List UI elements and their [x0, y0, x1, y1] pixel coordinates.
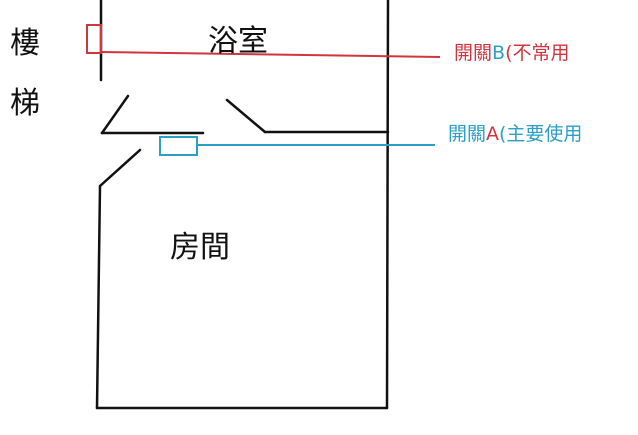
switch-a-prefix: 開關: [448, 123, 487, 145]
switch-a-letter: A: [486, 123, 500, 145]
switch-b-note: (不常用: [505, 42, 570, 64]
switch-a-note: (主要使用: [499, 123, 583, 145]
stairs-label-2: 梯: [10, 86, 40, 121]
switch-b-letter: B: [492, 42, 506, 64]
room-label: 房間: [170, 230, 230, 265]
switch-b-label: 開關B(不常用: [454, 38, 569, 65]
right-wall: [385, 0, 390, 410]
switch-b-marker: [86, 24, 102, 54]
bathroom-door-right: [225, 98, 267, 134]
switch-a-marker: [159, 136, 198, 156]
bathroom-door-left: [100, 94, 130, 135]
switch-b-prefix: 開關: [454, 42, 493, 64]
stairs-label-1: 樓: [10, 26, 40, 61]
switch-a-label: 開關A(主要使用: [448, 119, 582, 146]
bathroom-label: 浴室: [208, 24, 268, 59]
room-door: [98, 148, 142, 188]
switch-b-leader: [100, 51, 441, 58]
room-wall-left: [95, 184, 102, 410]
